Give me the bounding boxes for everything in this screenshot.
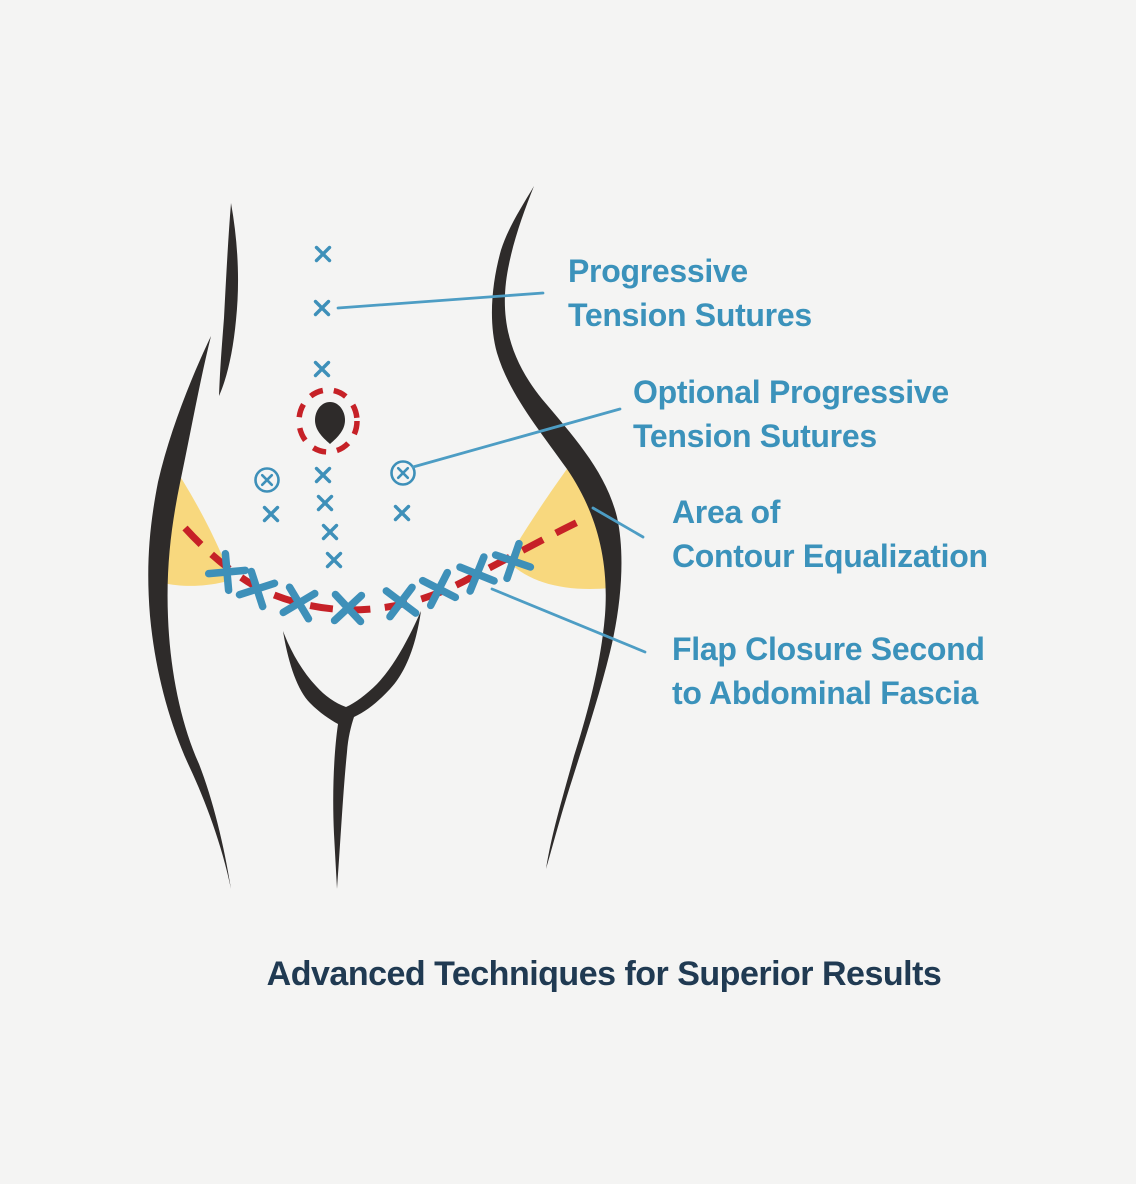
incision-suture-x-icon: [204, 549, 250, 595]
suture-x-icon: [316, 494, 334, 512]
optional-suture-circle-x-icon: [254, 467, 280, 493]
suture-x-marks-layer: [262, 245, 411, 569]
body-outline-left-hip: [148, 336, 231, 889]
label-line: Optional Progressive: [633, 374, 949, 410]
body-outline-left-waist: [219, 203, 239, 396]
incision-suture-x-icon: [418, 568, 460, 610]
incision-suture-x-icon: [235, 567, 279, 611]
suture-x-icon: [325, 551, 343, 569]
incision-suture-x-icon: [330, 590, 366, 626]
suture-x-icon: [321, 523, 339, 541]
suture-x-icon: [393, 504, 411, 522]
circle-outline: [390, 460, 416, 486]
label-line: Flap Closure Second: [672, 631, 985, 667]
x-glyph: [396, 466, 410, 480]
label-line: Contour Equalization: [672, 538, 988, 574]
label-line: Tension Sutures: [633, 418, 877, 454]
leader-line: [411, 407, 622, 469]
label-line: Progressive: [568, 253, 748, 289]
suture-x-icon: [314, 245, 332, 263]
page-title: Advanced Techniques for Superior Results: [266, 955, 942, 993]
incision-suture-x-icon: [382, 583, 420, 621]
label-line: to Abdominal Fascia: [672, 675, 979, 711]
suture-x-icon: [313, 299, 331, 317]
leader-line: [591, 506, 645, 539]
optional-suture-marks-layer: [254, 460, 416, 493]
circle-outline: [254, 467, 280, 493]
label-flap-closure-second: Flap Closure Second to Abdominal Fascia: [672, 627, 985, 715]
label-line: Area of: [672, 494, 781, 530]
navel-dashed-circle: [296, 387, 360, 455]
body-outline-pubic-y: [283, 611, 421, 889]
leader-lines-layer: [336, 291, 647, 654]
navel-icon: [315, 402, 345, 444]
incision-suture-x-icon: [491, 539, 535, 583]
label-area-of-contour-equalization: Area of Contour Equalization: [672, 490, 988, 578]
suture-x-icon: [262, 505, 280, 523]
label-progressive-tension-sutures: Progressive Tension Sutures: [568, 249, 812, 337]
leader-line: [336, 291, 545, 310]
incision-suture-marks-layer: [204, 539, 535, 626]
body-outline-right-side: [491, 186, 622, 869]
incision-suture-x-icon: [279, 583, 319, 623]
suture-x-icon: [313, 360, 331, 378]
leader-line: [490, 587, 647, 654]
optional-suture-circle-x-icon: [390, 460, 416, 486]
label-optional-progressive-tension-sutures: Optional Progressive Tension Sutures: [633, 370, 949, 458]
x-glyph: [260, 473, 274, 487]
label-line: Tension Sutures: [568, 297, 812, 333]
incision-suture-x-icon: [456, 553, 498, 595]
suture-x-icon: [314, 466, 332, 484]
